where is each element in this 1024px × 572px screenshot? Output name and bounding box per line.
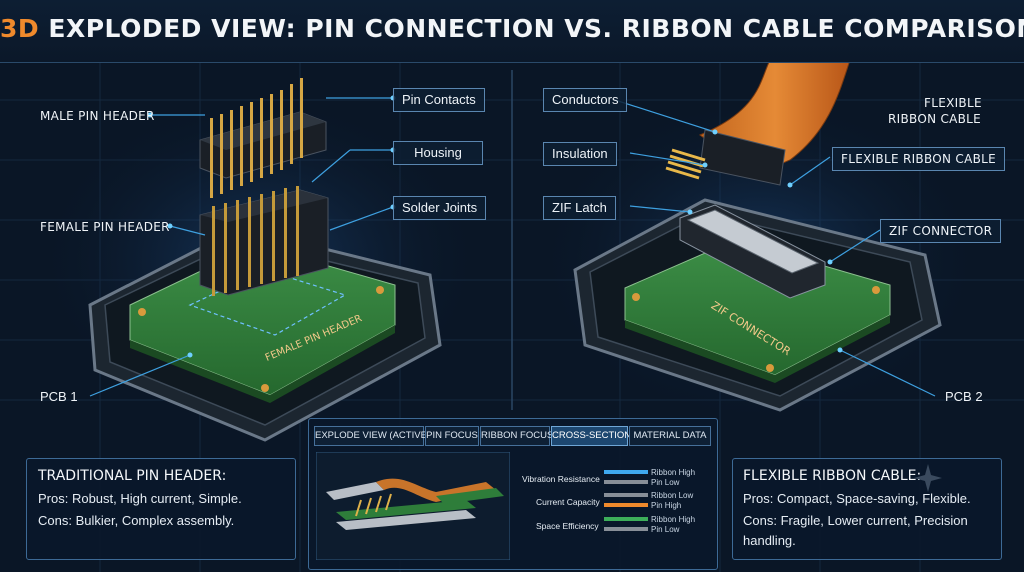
traditional-panel-title: TRADITIONAL PIN HEADER: [38, 468, 227, 484]
comparison-row-1-key-ribbon: Ribbon High [651, 468, 696, 477]
zif-latch-callout: ZIF Latch [543, 196, 616, 220]
comparison-row-2-key-pin: Pin High [651, 501, 682, 510]
comparison-row-2-bar-ribbon [604, 493, 648, 497]
male-pin-header-label: MALE PIN HEADER [40, 109, 155, 123]
flexible-ribbon-panel [732, 458, 1002, 560]
comparison-row-3-key-ribbon: Ribbon High [651, 515, 696, 524]
insulation-callout: Insulation [543, 142, 617, 166]
pcb-1-label: PCB 1 [40, 389, 78, 404]
pcb-1-board [129, 244, 396, 403]
conductors-callout: Conductors [543, 88, 628, 112]
comparison-row-3-label: Space Efficiency [536, 521, 599, 531]
flexible-panel-title: FLEXIBLE RIBBON CABLE: [743, 468, 922, 484]
tab-explode-view[interactable]: EXPLODE VIEW (ACTIVE) [314, 426, 430, 446]
comparison-row-2-label: Current Capacity [536, 497, 600, 507]
comparison-row-1-bar-pin [604, 480, 648, 484]
solder-joints-callout: Solder Joints [393, 196, 487, 220]
female-pin-header-label: FEMALE PIN HEADER [40, 220, 170, 234]
pcb-2-label: PCB 2 [945, 389, 983, 404]
cross-section-illustration [316, 452, 510, 560]
zif-connector-art [679, 204, 826, 299]
tab-material-data[interactable]: MATERIAL DATA [629, 426, 711, 446]
page-title: 3D EXPLODED VIEW: PIN CONNECTION VS. RIB… [0, 14, 1024, 43]
traditional-pin-header-panel [26, 458, 296, 560]
comparison-row-1-bar-ribbon [604, 470, 648, 474]
title-accent: 3D [0, 14, 40, 43]
flexible-ribbon-title-line2: RIBBON CABLE [888, 112, 982, 126]
male-pin-header-art [199, 78, 327, 198]
ribbon-cable-art [665, 59, 851, 186]
tab-pin-focus[interactable]: PIN FOCUS [425, 426, 479, 446]
flexible-pros: Pros: Compact, Space-saving, Flexible. [743, 491, 971, 506]
female-pin-header-art [199, 186, 329, 296]
flexible-ribbon-title-line1: FLEXIBLE [924, 96, 982, 110]
pin-contacts-callout: Pin Contacts [393, 88, 485, 112]
flexible-cons: Cons: Fragile, Lower current, Precision … [743, 513, 968, 548]
traditional-cons: Cons: Bulkier, Complex assembly. [38, 513, 235, 528]
comparison-row-3-bar-ribbon [604, 517, 648, 521]
comparison-row-2-key-ribbon: Ribbon Low [651, 491, 694, 500]
tab-cross-section[interactable]: CROSS-SECTION [551, 426, 631, 446]
sparkle-icon [914, 464, 942, 492]
comparison-row-3-bar-pin [604, 527, 648, 531]
comparison-row-3-key-pin: Pin Low [651, 525, 680, 534]
housing-callout: Housing [393, 141, 483, 165]
traditional-pros: Pros: Robust, High current, Simple. [38, 491, 242, 506]
tab-ribbon-focus[interactable]: RIBBON FOCUS [480, 426, 553, 446]
flexible-ribbon-cable-callout: FLEXIBLE RIBBON CABLE [832, 147, 1005, 171]
title-bar [0, 0, 1024, 63]
zif-connector-callout: ZIF CONNECTOR [880, 219, 1002, 243]
comparison-row-1-label: Vibration Resistance [522, 474, 600, 484]
comparison-row-2-bar-pin [604, 503, 648, 507]
title-main: EXPLODED VIEW: PIN CONNECTION VS. RIBBON… [39, 14, 1024, 43]
comparison-row-1-key-pin: Pin Low [651, 478, 680, 487]
